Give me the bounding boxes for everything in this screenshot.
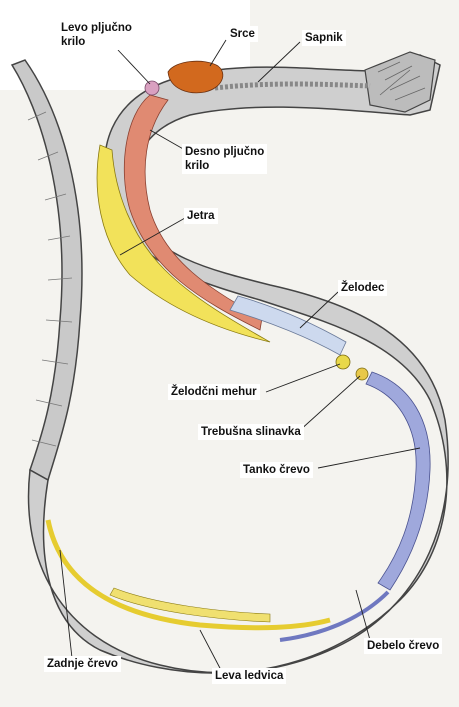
label-debelo-crevo: Debelo črevo (364, 638, 443, 654)
label-desno-pljucno-krilo: Desno pljučno krilo (182, 144, 268, 174)
label-sapnik: Sapnik (302, 30, 346, 46)
right-lung (123, 94, 263, 331)
label-zelodec: Želodec (338, 280, 388, 296)
left-lung (144, 80, 160, 96)
head (364, 51, 436, 113)
head-scales (377, 61, 426, 101)
label-zadnje-crevo: Zadnje črevo (44, 656, 121, 672)
trachea (214, 81, 371, 91)
hindgut (45, 519, 331, 631)
left-kidney (109, 587, 271, 623)
label-trebusna-slinavka: Trebušna slinavka (198, 424, 304, 440)
stomach (229, 295, 347, 356)
label-tanko-crevo: Tanko črevo (240, 462, 313, 478)
large-intestine (279, 590, 390, 642)
label-leva-ledvica: Leva ledvica (212, 668, 287, 684)
label-jetra: Jetra (184, 208, 218, 224)
label-srce: Srce (227, 26, 258, 42)
label-levo-pljucno-krilo: Levo pljučno krilo (58, 20, 135, 50)
tail-segments (27, 111, 73, 447)
heart (167, 60, 224, 94)
liver (96, 144, 271, 343)
small-intestine (365, 371, 431, 591)
gall-bladder (335, 354, 351, 370)
label-zelodcni-mehur: Želodčni mehur (168, 384, 260, 400)
